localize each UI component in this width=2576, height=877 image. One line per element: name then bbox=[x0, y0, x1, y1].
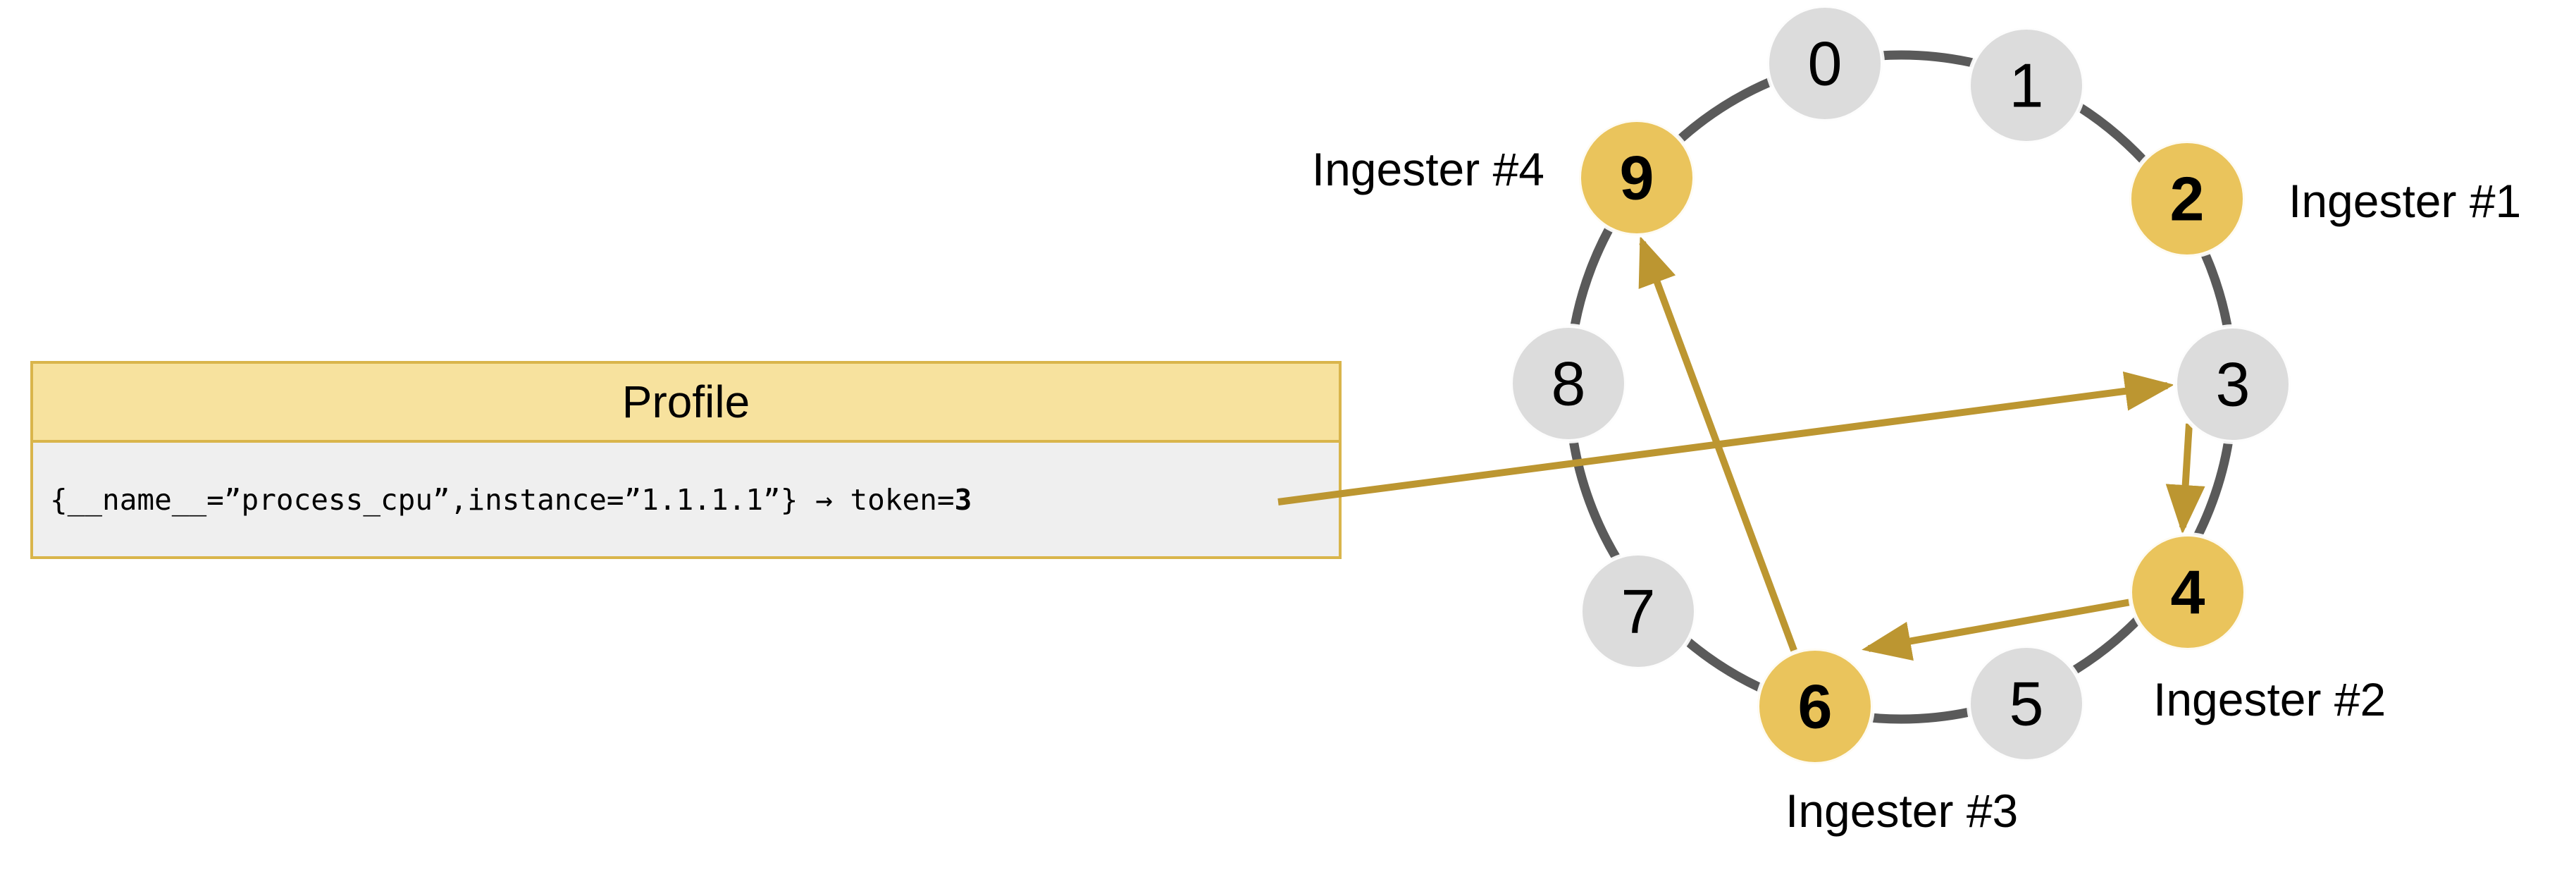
ring-node-3: 3 bbox=[2173, 324, 2293, 444]
ring-node-0: 0 bbox=[1765, 4, 1885, 123]
profile-card-body: {__name__=”process_cpu”,instance=”1.1.1.… bbox=[33, 443, 1339, 556]
node-4-circle bbox=[2128, 532, 2248, 652]
series-selector-text: {__name__=”process_cpu”,instance=”1.1.1.… bbox=[50, 482, 955, 517]
ingester-3-label: Ingester #3 bbox=[1785, 785, 2018, 837]
ingester-2-label: Ingester #2 bbox=[2153, 673, 2386, 725]
node-3-circle bbox=[2173, 324, 2293, 444]
token-value: 3 bbox=[954, 482, 972, 517]
node-0-label: 0 bbox=[1808, 29, 1843, 99]
node-5-label: 5 bbox=[2010, 669, 2044, 739]
node-1-circle bbox=[1967, 25, 2086, 145]
ring-node-6: 6 bbox=[1755, 646, 1875, 766]
ring-node-8: 8 bbox=[1509, 324, 1628, 443]
node-3-label: 3 bbox=[2216, 350, 2250, 419]
ingester-1-label: Ingester #1 bbox=[2289, 175, 2521, 227]
ring-node-9: 9 bbox=[1577, 118, 1697, 238]
node-8-circle bbox=[1509, 324, 1628, 443]
node-6-circle bbox=[1755, 646, 1875, 766]
arrow-profile-to-token-3 bbox=[1277, 372, 2174, 505]
node-6-label: 6 bbox=[1798, 672, 1833, 742]
ring-node-5: 5 bbox=[1967, 644, 2086, 763]
ring-node-1: 1 bbox=[1967, 25, 2086, 145]
ring-node-2: 2 bbox=[2127, 139, 2247, 259]
arrow-token-3-to-4 bbox=[2165, 423, 2205, 534]
ingester-4-label: Ingester #4 bbox=[1312, 143, 1544, 195]
arrow-token-4-to-6 bbox=[1862, 599, 2131, 661]
node-2-circle bbox=[2127, 139, 2247, 259]
node-1-label: 1 bbox=[2010, 51, 2044, 121]
profile-card-title: Profile bbox=[621, 376, 750, 427]
node-7-circle bbox=[1578, 551, 1698, 671]
node-5-circle bbox=[1967, 644, 2086, 763]
node-0-circle bbox=[1765, 4, 1885, 123]
node-2-label: 2 bbox=[2170, 164, 2205, 234]
profile-card: Profile {__name__=”process_cpu”,instance… bbox=[30, 361, 1342, 559]
ring-node-4: 4 bbox=[2128, 532, 2248, 652]
node-4-label: 4 bbox=[2171, 558, 2205, 627]
ring-node-7: 7 bbox=[1578, 551, 1698, 671]
profile-card-header: Profile bbox=[33, 364, 1339, 443]
node-7-label: 7 bbox=[1621, 577, 1656, 646]
node-9-circle bbox=[1577, 118, 1697, 238]
node-8-label: 8 bbox=[1552, 349, 1586, 419]
node-9-label: 9 bbox=[1620, 143, 1654, 213]
arrow-token-6-to-9 bbox=[1638, 235, 1798, 654]
